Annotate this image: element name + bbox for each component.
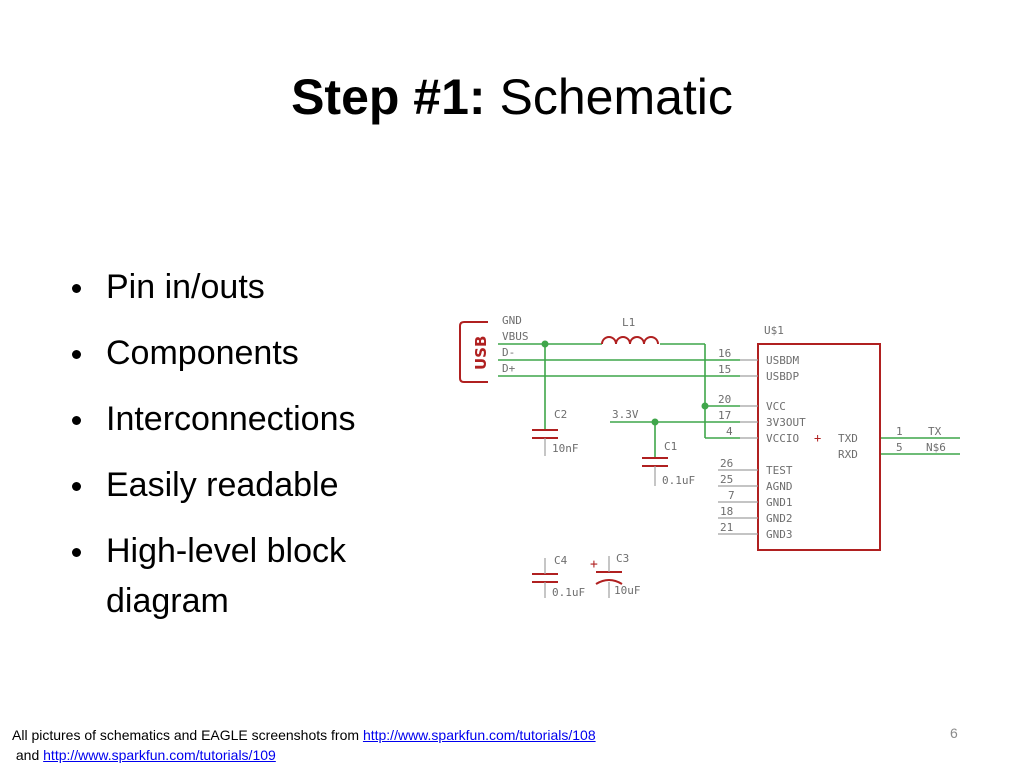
junction-dot-icon [541, 340, 549, 348]
usb-connector-label: USB [472, 336, 490, 370]
capacitor-plate [595, 579, 623, 585]
pin-label: 3V3OUT [766, 416, 806, 429]
pin-label: USBDM [766, 354, 799, 367]
title-step: Step #1: [291, 69, 486, 125]
usb-pin-label: D+ [502, 362, 516, 375]
pin-number: 25 [720, 473, 733, 486]
supply-label: 3.3V [612, 408, 639, 421]
bullet-item: Pin in/outs [72, 262, 432, 312]
capacitor-value: 0.1uF [552, 586, 585, 599]
bullet-dot-icon [72, 548, 81, 557]
pin-number: 16 [718, 347, 731, 360]
chip-body [757, 343, 881, 551]
junction-dot-icon [701, 402, 709, 410]
net-label: N$6 [926, 441, 946, 454]
footer-link-1[interactable]: http://www.sparkfun.com/tutorials/108 [362, 727, 596, 743]
bullet-item: Interconnections [72, 394, 432, 444]
pin-number: 17 [718, 409, 731, 422]
usb-pin-label: D- [502, 346, 515, 359]
bullet-dot-icon [72, 416, 81, 425]
usb-connector-outline [459, 321, 488, 383]
pin-label: VCC [766, 400, 786, 413]
bullet-dot-icon [72, 284, 81, 293]
pin-label: AGND [766, 480, 793, 493]
bullet-list: Pin in/outs Components Interconnections … [72, 262, 432, 642]
bullet-dot-icon [72, 350, 81, 359]
pin-number: 15 [718, 363, 731, 376]
pin-number: 18 [720, 505, 733, 518]
pin-label: TXD [838, 432, 858, 445]
bullet-item: Components [72, 328, 432, 378]
inductor-coil-icon [601, 336, 659, 345]
pin-label: RXD [838, 448, 858, 461]
pin-number: 5 [896, 441, 903, 454]
pin-number: 1 [896, 425, 903, 438]
pin-number: 26 [720, 457, 733, 470]
polarity-plus-icon: + [590, 557, 598, 572]
pin-label: GND3 [766, 528, 793, 541]
pin-label: VCCIO [766, 432, 799, 445]
title-topic: Schematic [499, 69, 733, 125]
capacitor-name: C1 [664, 440, 677, 453]
chip-name: U$1 [764, 324, 784, 337]
usb-pin-label: VBUS [502, 330, 529, 343]
pin-label: GND1 [766, 496, 793, 509]
vccio-marker-icon: + [814, 431, 821, 445]
slide-title: Step #1: Schematic [0, 62, 1024, 132]
capacitor-name: C4 [554, 554, 568, 567]
chip-left-pins [718, 359, 758, 535]
capacitor-name: C2 [554, 408, 567, 421]
capacitor-value: 10uF [614, 584, 641, 597]
bullet-dot-icon [72, 482, 81, 491]
capacitor-value: 10nF [552, 442, 579, 455]
footer-line-1: All pictures of schematics and EAGLE scr… [12, 727, 596, 743]
footer-link-2[interactable]: http://www.sparkfun.com/tutorials/109 [43, 747, 276, 763]
pin-number: 4 [726, 425, 733, 438]
schematic-diagram: USB GND VBUS D- D+ L1 3.3V C2 10nF C1 0.… [459, 314, 960, 599]
pin-number: 21 [720, 521, 733, 534]
footer-credits: All pictures of schematics and EAGLE scr… [12, 725, 596, 765]
pin-label: GND2 [766, 512, 793, 525]
page-number: 6 [950, 725, 958, 741]
net-label: TX [928, 425, 942, 438]
pin-label: USBDP [766, 370, 799, 383]
usb-pin-label: GND [502, 314, 522, 327]
inductor-label: L1 [622, 316, 635, 329]
pin-number: 20 [718, 393, 731, 406]
junction-dot-icon [651, 418, 659, 426]
capacitor-value: 0.1uF [662, 474, 695, 487]
footer-line-2: and http://www.sparkfun.com/tutorials/10… [15, 747, 276, 763]
pin-label: TEST [766, 464, 793, 477]
capacitor-name: C3 [616, 552, 629, 565]
bullet-item: High-level block diagram [72, 526, 432, 626]
pin-number: 7 [728, 489, 735, 502]
bullet-item: Easily readable [72, 460, 432, 510]
